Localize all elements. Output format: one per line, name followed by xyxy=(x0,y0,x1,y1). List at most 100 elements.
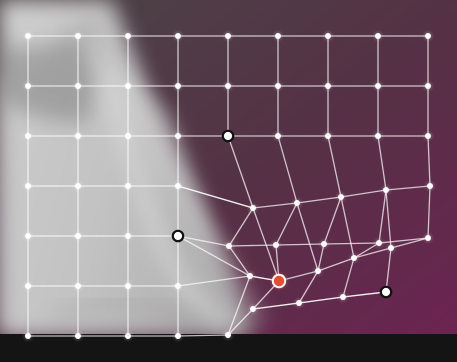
mesh-control-point[interactable] xyxy=(375,133,381,139)
mesh-control-point[interactable] xyxy=(125,333,131,339)
mesh-control-point[interactable] xyxy=(175,133,181,139)
mesh-control-point[interactable] xyxy=(75,333,81,339)
mesh-control-point[interactable] xyxy=(75,133,81,139)
mesh-points xyxy=(23,31,435,341)
mesh-control-point[interactable] xyxy=(375,33,381,39)
mesh-control-point[interactable] xyxy=(375,83,381,89)
mesh-control-point[interactable] xyxy=(321,241,327,247)
mesh-warp-connector xyxy=(252,207,280,282)
mesh-control-point[interactable] xyxy=(325,133,331,139)
mesh-control-point[interactable] xyxy=(275,83,281,89)
mesh-control-point[interactable] xyxy=(75,33,81,39)
mesh-horizontal-line xyxy=(378,237,429,244)
mesh-control-point[interactable] xyxy=(125,33,131,39)
mesh-control-point[interactable] xyxy=(376,240,382,246)
mesh-control-point[interactable] xyxy=(427,183,433,189)
mesh-control-point[interactable] xyxy=(425,133,431,139)
mesh-control-point[interactable] xyxy=(125,233,131,239)
mesh-control-point[interactable] xyxy=(388,245,394,251)
mesh-horizontal-line xyxy=(385,185,431,191)
mesh-horizontal-line xyxy=(228,244,277,247)
mesh-control-point[interactable] xyxy=(25,33,31,39)
mesh-anchor-point[interactable] xyxy=(379,285,393,299)
mesh-control-point[interactable] xyxy=(425,33,431,39)
mesh-vertical-line xyxy=(378,189,387,244)
mesh-vertical-line xyxy=(427,185,431,239)
mesh-control-point[interactable] xyxy=(175,83,181,89)
mesh-control-point[interactable] xyxy=(75,83,81,89)
mesh-control-point[interactable] xyxy=(275,33,281,39)
mesh-anchor-point[interactable] xyxy=(171,229,185,243)
mesh-vertical-line xyxy=(427,135,431,187)
mesh-control-point[interactable] xyxy=(225,83,231,89)
mesh-vertical-line xyxy=(227,275,251,336)
mesh-vertical-line xyxy=(227,135,254,209)
mesh-control-point[interactable] xyxy=(315,268,321,274)
mesh-control-point[interactable] xyxy=(338,194,344,200)
mesh-control-point[interactable] xyxy=(273,242,279,248)
mesh-control-point[interactable] xyxy=(25,133,31,139)
mesh-grid xyxy=(27,35,431,337)
mesh-control-point[interactable] xyxy=(226,243,232,249)
mesh-horizontal-line xyxy=(252,202,298,209)
mesh-warp-connector xyxy=(340,196,355,259)
mesh-control-point[interactable] xyxy=(383,187,389,193)
mesh-control-point[interactable] xyxy=(125,283,131,289)
mesh-vertical-line xyxy=(327,135,342,198)
mesh-vertical-line xyxy=(275,202,298,246)
mesh-warp-connector xyxy=(298,296,344,304)
mesh-warp-connector xyxy=(385,189,392,249)
mesh-control-point[interactable] xyxy=(296,300,302,306)
mesh-control-point[interactable] xyxy=(125,83,131,89)
mesh-control-point[interactable] xyxy=(75,183,81,189)
mesh-control-point[interactable] xyxy=(75,233,81,239)
mesh-vertical-line xyxy=(228,245,251,277)
mesh-control-point[interactable] xyxy=(25,83,31,89)
mesh-control-point[interactable] xyxy=(275,133,281,139)
mesh-control-point[interactable] xyxy=(225,33,231,39)
mesh-horizontal-line xyxy=(340,189,387,198)
mesh-vertical-line xyxy=(353,242,380,259)
mesh-warp-connector xyxy=(342,291,387,298)
mesh-control-point[interactable] xyxy=(225,332,231,338)
mesh-vertical-line xyxy=(277,135,298,204)
mesh-control-point[interactable] xyxy=(25,283,31,289)
mesh-control-point[interactable] xyxy=(125,133,131,139)
mesh-horizontal-line xyxy=(296,196,342,204)
mesh-control-point[interactable] xyxy=(175,183,181,189)
mesh-horizontal-line xyxy=(177,275,251,287)
mesh-vertical-line xyxy=(298,270,319,304)
mesh-control-point[interactable] xyxy=(175,33,181,39)
mesh-control-point[interactable] xyxy=(351,255,357,261)
mesh-control-point[interactable] xyxy=(250,306,256,312)
mesh-control-point[interactable] xyxy=(25,183,31,189)
mesh-control-point[interactable] xyxy=(25,333,31,339)
mesh-horizontal-line xyxy=(177,334,229,337)
mesh-control-point[interactable] xyxy=(425,83,431,89)
mesh-control-point[interactable] xyxy=(175,283,181,289)
mesh-control-point[interactable] xyxy=(325,83,331,89)
mesh-control-point[interactable] xyxy=(75,283,81,289)
mesh-control-point[interactable] xyxy=(175,333,181,339)
mesh-control-point[interactable] xyxy=(250,205,256,211)
mesh-control-point[interactable] xyxy=(425,235,431,241)
mesh-control-point[interactable] xyxy=(294,200,300,206)
mesh-anchor-point[interactable] xyxy=(221,129,235,143)
mesh-control-point[interactable] xyxy=(247,273,253,279)
mesh-vertical-line xyxy=(390,237,429,249)
active-mesh-point[interactable] xyxy=(271,273,287,289)
mesh-vertical-line xyxy=(342,257,355,298)
mesh-warp-connector xyxy=(177,235,251,277)
mesh-control-point[interactable] xyxy=(25,233,31,239)
mesh-control-point[interactable] xyxy=(340,294,346,300)
mesh-control-point[interactable] xyxy=(125,183,131,189)
mesh-vertical-line xyxy=(228,207,254,247)
mesh-horizontal-line xyxy=(317,257,355,272)
mesh-warp-connector xyxy=(296,202,319,272)
mesh-warp-connector xyxy=(252,302,300,310)
mesh-vertical-line xyxy=(385,247,392,293)
mesh-vertical-line xyxy=(377,135,387,191)
mesh-control-point[interactable] xyxy=(325,33,331,39)
mesh-horizontal-line xyxy=(353,247,392,259)
